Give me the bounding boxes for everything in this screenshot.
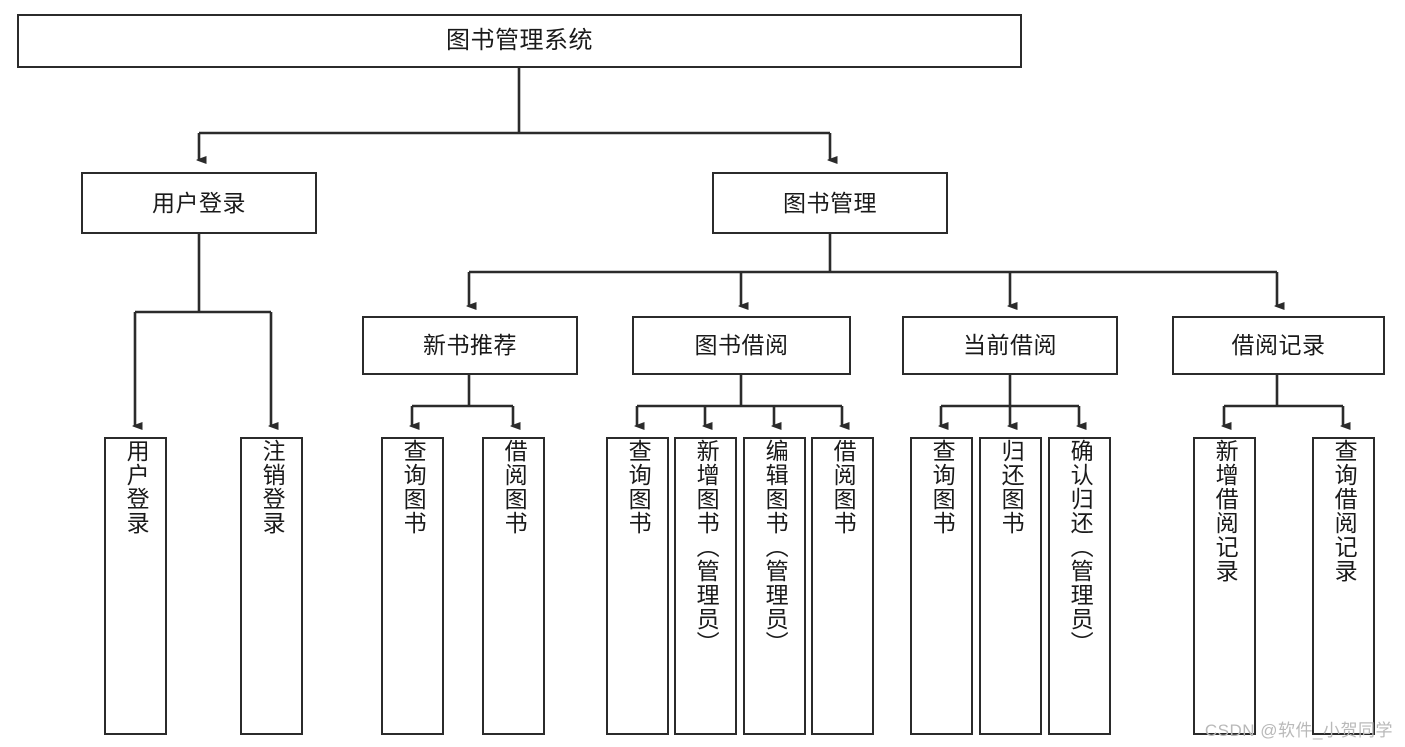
node-label: 借阅图书 [830,439,857,535]
node-label: 确认归还（管理员） [1067,439,1094,655]
node-borrow-record[interactable]: 借阅记录 [1172,316,1385,375]
leaf-book-borrow-add-book-admin[interactable]: 新增图书（管理员） [674,437,737,735]
node-label: 图书管理系统 [446,27,593,54]
leaf-current-borrow-query-books[interactable]: 查询图书 [910,437,973,735]
leaf-user-login-logout[interactable]: 注销登录 [240,437,303,735]
leaf-book-borrow-query-books[interactable]: 查询图书 [606,437,669,735]
watermark: CSDN @软件_小贺同学 [1204,721,1393,740]
leaf-current-borrow-return-books[interactable]: 归还图书 [979,437,1042,735]
node-label: 编辑图书（管理员） [762,439,789,655]
node-label: 用户登录 [123,439,150,535]
node-book-borrow[interactable]: 图书借阅 [632,316,851,375]
node-label: 查询图书 [625,439,652,535]
node-label: 新增借阅记录 [1212,439,1239,583]
node-label: 图书管理 [783,189,877,216]
node-label: 图书借阅 [694,332,789,359]
leaf-new-book-query-books[interactable]: 查询图书 [381,437,444,735]
leaf-current-borrow-confirm-return-admin[interactable]: 确认归还（管理员） [1048,437,1111,735]
node-book-management[interactable]: 图书管理 [712,172,948,234]
node-current-borrow[interactable]: 当前借阅 [902,316,1118,375]
node-label: 查询图书 [400,439,427,535]
node-label: 用户登录 [152,189,246,216]
node-label: 注销登录 [259,439,286,535]
node-label: 查询借阅记录 [1331,439,1358,583]
node-label: 新书推荐 [423,332,517,359]
leaf-new-book-borrow-books[interactable]: 借阅图书 [482,437,545,735]
leaf-user-login-login[interactable]: 用户登录 [104,437,167,735]
leaf-borrow-record-query-record[interactable]: 查询借阅记录 [1312,437,1375,735]
node-root-book-management-system[interactable]: 图书管理系统 [17,14,1022,68]
leaf-borrow-record-add-record[interactable]: 新增借阅记录 [1193,437,1256,735]
leaf-book-borrow-borrow-books[interactable]: 借阅图书 [811,437,874,735]
leaf-book-borrow-edit-book-admin[interactable]: 编辑图书（管理员） [743,437,806,735]
node-user-login[interactable]: 用户登录 [81,172,317,234]
node-new-book-recommendation[interactable]: 新书推荐 [362,316,578,375]
node-label: 查询图书 [929,439,956,535]
node-label: 新增图书（管理员） [693,439,720,655]
node-label: 归还图书 [998,439,1025,535]
node-label: 当前借阅 [963,332,1057,359]
node-label: 借阅图书 [501,439,528,535]
node-label: 借阅记录 [1231,332,1326,359]
